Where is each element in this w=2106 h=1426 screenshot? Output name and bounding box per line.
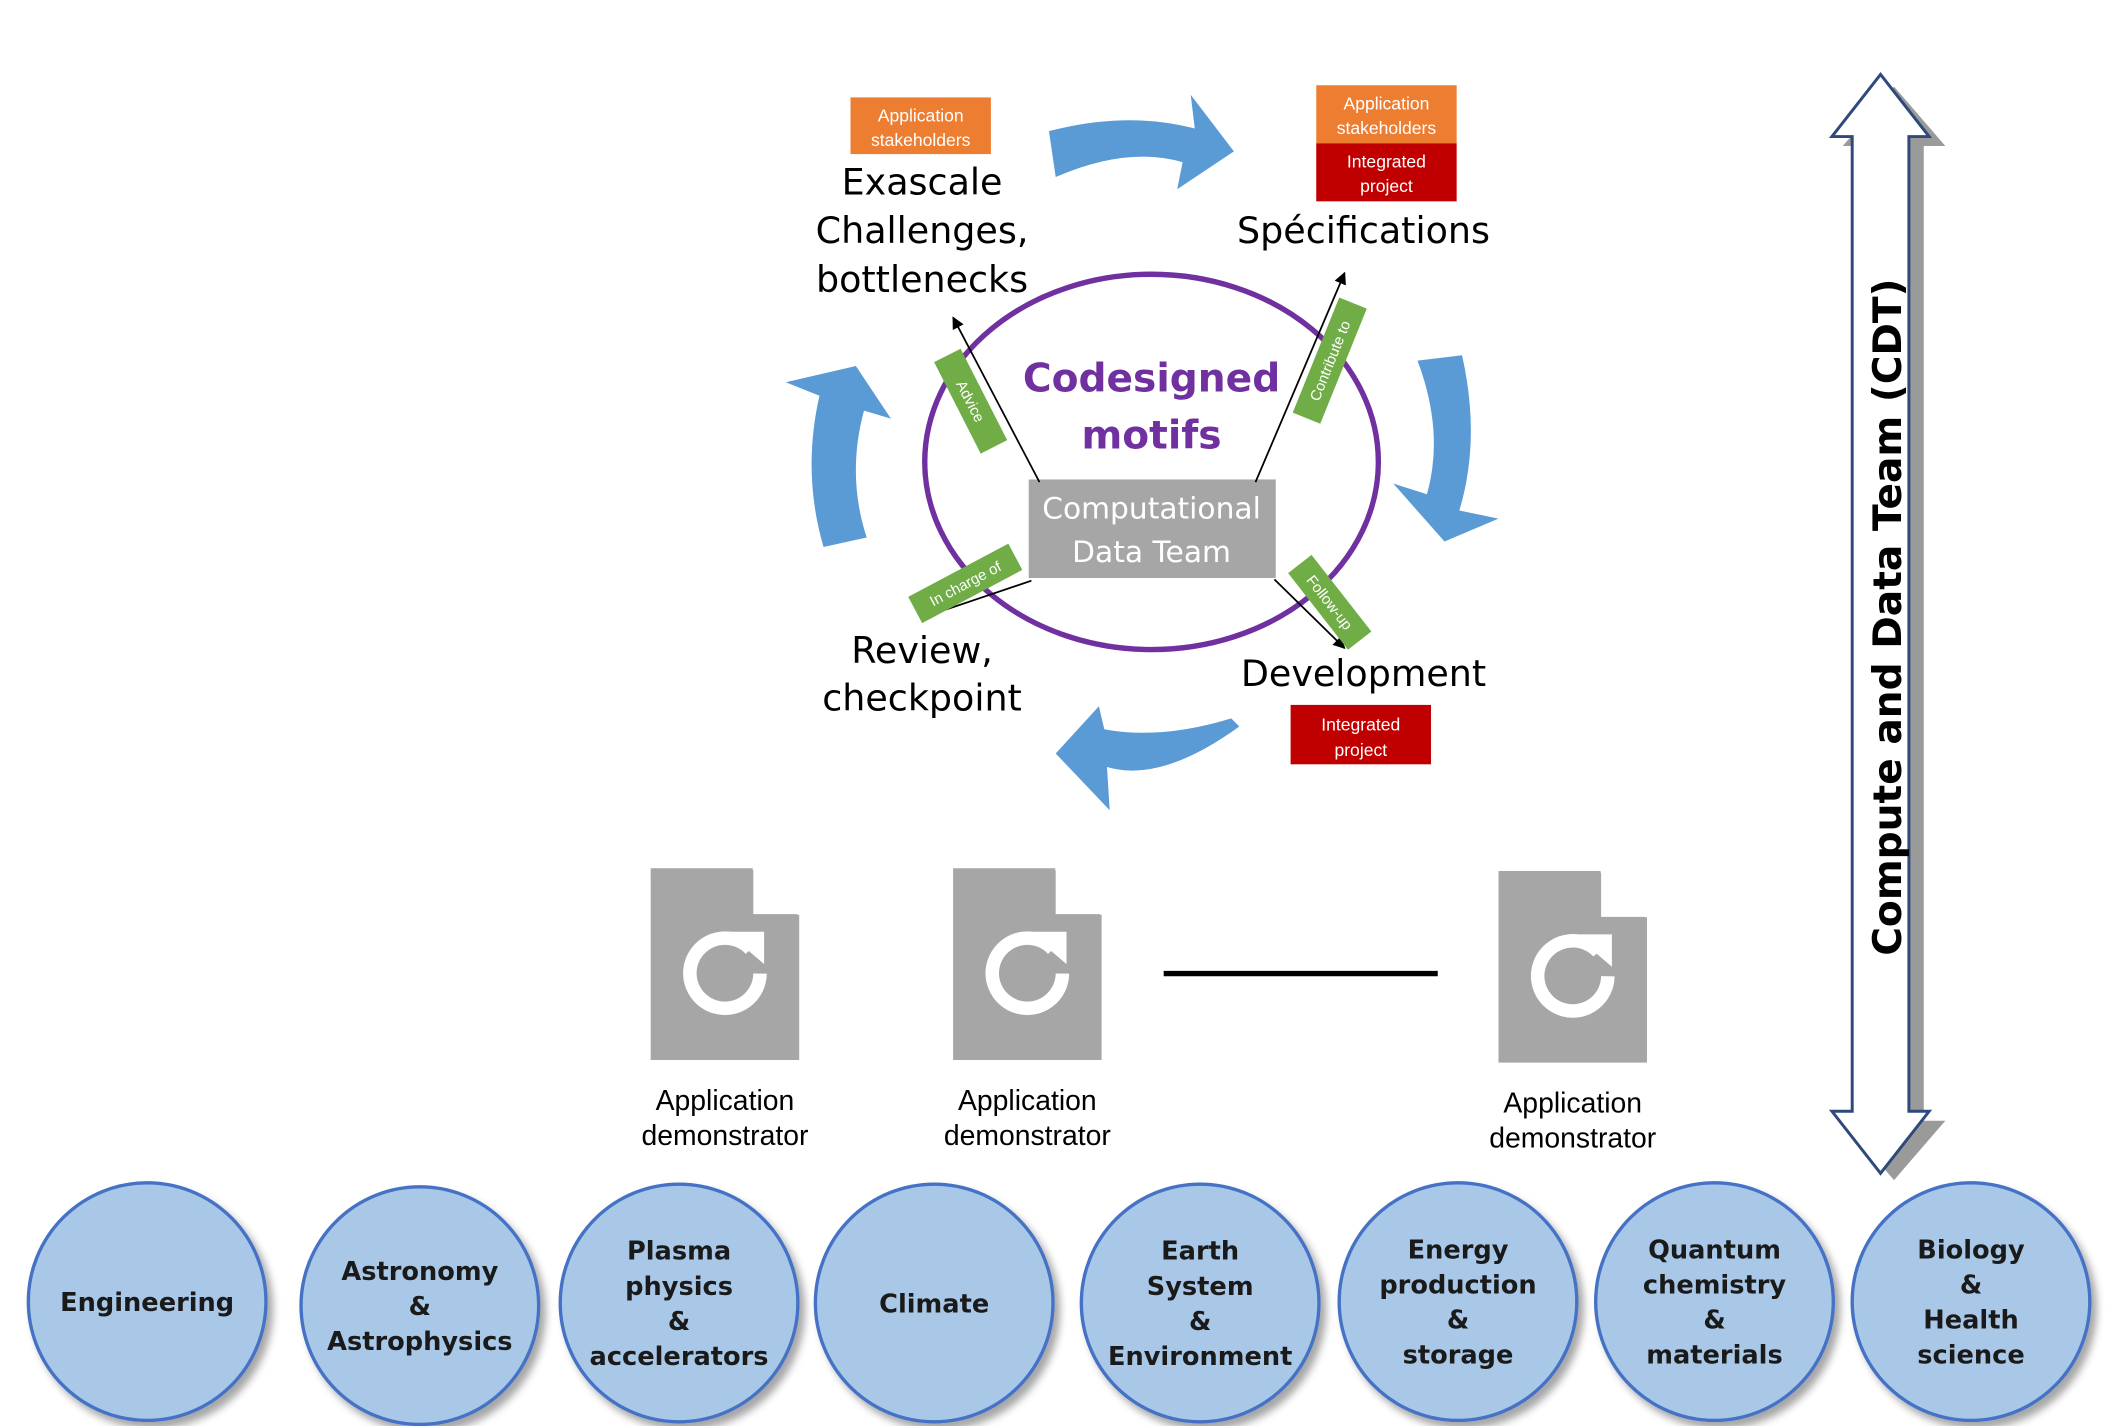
- refresh-document-icon: [1498, 869, 1648, 1063]
- domain-label: Health: [1923, 1306, 2018, 1336]
- domain-circle-shape: [813, 1182, 1055, 1424]
- demonstrator-2-line1: Application: [958, 1085, 1097, 1117]
- domain-label: Astrophysics: [327, 1327, 512, 1357]
- link-line-follow-up: [1273, 578, 1346, 650]
- domain-label: Energy: [1408, 1235, 1509, 1265]
- domain-label: chemistry: [1643, 1271, 1787, 1301]
- domain-label: &: [1189, 1307, 1211, 1337]
- tag-app-stakeholders-right-line1: Application: [1344, 94, 1430, 114]
- domain-circle-shape: [299, 1185, 541, 1426]
- domain-circle-shape: [558, 1182, 800, 1424]
- cycle-arrow-top: [1048, 94, 1234, 190]
- stage-review-line2: checkpoint: [822, 676, 1022, 719]
- tag-integrated-project-top: Integrated project: [1316, 143, 1457, 202]
- center-box-line2: Data Team: [1072, 535, 1231, 570]
- tag-integrated-project-bottom-line1: Integrated: [1321, 715, 1400, 735]
- domain-circles: Engineering Astronomy & Astrophysics Plasma p…: [26, 1181, 2092, 1426]
- stage-specifications: Spécifications: [1237, 209, 1490, 252]
- demonstrator-1-line2: demonstrator: [641, 1120, 808, 1152]
- stage-review-line1: Review,: [851, 629, 993, 672]
- domain-circle-shape: [26, 1181, 268, 1423]
- domain-circle-shape: [1594, 1181, 1835, 1423]
- domain-label: Plasma: [627, 1237, 731, 1267]
- cycle-arrow-left: [785, 366, 891, 547]
- domain-circle: Astronomy & Astrophysics: [299, 1185, 541, 1426]
- tag-integrated-project-bottom: Integrated project: [1290, 704, 1431, 765]
- domain-label: science: [1917, 1341, 2024, 1371]
- demonstrator-2: Application demonstrator: [944, 867, 1111, 1152]
- codesign-cycle: Advice Contribute to In charge of Follow…: [785, 85, 1499, 811]
- stage-challenges-line2: Challenges,: [816, 209, 1029, 252]
- stage-challenges: Exascale Challenges, bottlenecks: [816, 161, 1029, 301]
- domain-circle: Engineering: [26, 1181, 268, 1423]
- demonstrator-3-line2: demonstrator: [1489, 1123, 1656, 1155]
- center-title: Codesigned motifs: [1023, 357, 1280, 459]
- demonstrators: Application demonstrator Application dem…: [641, 867, 1656, 1155]
- stage-challenges-line1: Exascale: [842, 161, 1003, 204]
- domain-label: storage: [1403, 1341, 1514, 1371]
- domain-label: &: [409, 1292, 431, 1322]
- computational-data-team-box: [1028, 479, 1276, 578]
- domain-label: &: [1960, 1271, 1982, 1301]
- stage-development: Development: [1241, 652, 1486, 695]
- domain-circle: Climate: [813, 1182, 1055, 1424]
- domain-label: Climate: [879, 1289, 989, 1319]
- cdt-arrow-body: [1828, 72, 1933, 1176]
- demonstrator-3: Application demonstrator: [1489, 869, 1656, 1155]
- link-line-contribute: [1254, 271, 1346, 483]
- center-box-line1: Computational: [1042, 492, 1261, 527]
- domain-label: Astronomy: [341, 1257, 498, 1287]
- domain-circle: Biology & Health science: [1850, 1181, 2092, 1423]
- cdt-double-arrow: Compute and Data Team (CDT): [1828, 72, 1946, 1181]
- tag-contribute: Contribute to: [1292, 297, 1367, 424]
- domain-label: physics: [625, 1272, 733, 1302]
- domain-circle: Energy production & storage: [1337, 1181, 1579, 1423]
- domain-label: Quantum: [1648, 1235, 1781, 1265]
- tag-integrated-project-top-line1: Integrated: [1347, 152, 1426, 172]
- tag-integrated-project-bottom-line2: project: [1334, 740, 1387, 760]
- demonstrator-3-line1: Application: [1503, 1088, 1642, 1120]
- domain-circle-shape: [1079, 1182, 1321, 1424]
- center-box-label: Computational Data Team: [1042, 492, 1261, 570]
- domain-label: accelerators: [590, 1342, 769, 1372]
- domain-label: Earth: [1161, 1237, 1239, 1267]
- domain-circle: Plasma physics & accelerators: [558, 1182, 800, 1424]
- tag-app-stakeholders-right: Application stakeholders: [1316, 85, 1457, 144]
- cycle-arrow-right: [1393, 355, 1499, 542]
- demonstrator-2-line2: demonstrator: [944, 1120, 1111, 1152]
- refresh-document-icon: [650, 867, 801, 1060]
- domain-label: &: [1447, 1306, 1469, 1336]
- stage-challenges-line3: bottlenecks: [816, 258, 1028, 301]
- motifs-ellipse: [922, 271, 1382, 653]
- tag-in-charge: In charge of: [908, 543, 1023, 624]
- tag-app-stakeholders-left-line2: stakeholders: [871, 130, 971, 150]
- refresh-document-icon: [953, 867, 1103, 1060]
- domain-label: Environment: [1108, 1342, 1292, 1372]
- stage-review: Review, checkpoint: [822, 629, 1022, 719]
- tag-app-stakeholders-left-line1: Application: [878, 106, 964, 126]
- center-title-line2: motifs: [1081, 413, 1221, 458]
- domain-circle: Quantum chemistry & materials: [1594, 1181, 1835, 1423]
- domain-circle-shape: [1850, 1181, 2092, 1423]
- demonstrator-1: Application demonstrator: [641, 867, 808, 1152]
- domain-label: &: [1703, 1306, 1725, 1336]
- domain-label: Biology: [1917, 1235, 2025, 1265]
- domain-label: production: [1379, 1271, 1536, 1301]
- link-line-advice: [952, 316, 1041, 483]
- center-title-line1: Codesigned: [1023, 357, 1280, 402]
- domain-circle-shape: [1337, 1181, 1579, 1423]
- tag-app-stakeholders-left: Application stakeholders: [850, 97, 991, 155]
- domain-label: Engineering: [60, 1288, 234, 1318]
- cycle-arrow-bottom: [1055, 706, 1240, 811]
- cdt-label: Compute and Data Team (CDT): [1866, 279, 1911, 956]
- tag-app-stakeholders-right-line2: stakeholders: [1337, 118, 1437, 138]
- domain-label: System: [1147, 1272, 1254, 1302]
- tag-integrated-project-top-line2: project: [1360, 176, 1413, 196]
- domain-label: materials: [1646, 1341, 1782, 1371]
- demonstrator-1-line1: Application: [656, 1085, 795, 1117]
- domain-label: &: [668, 1307, 690, 1337]
